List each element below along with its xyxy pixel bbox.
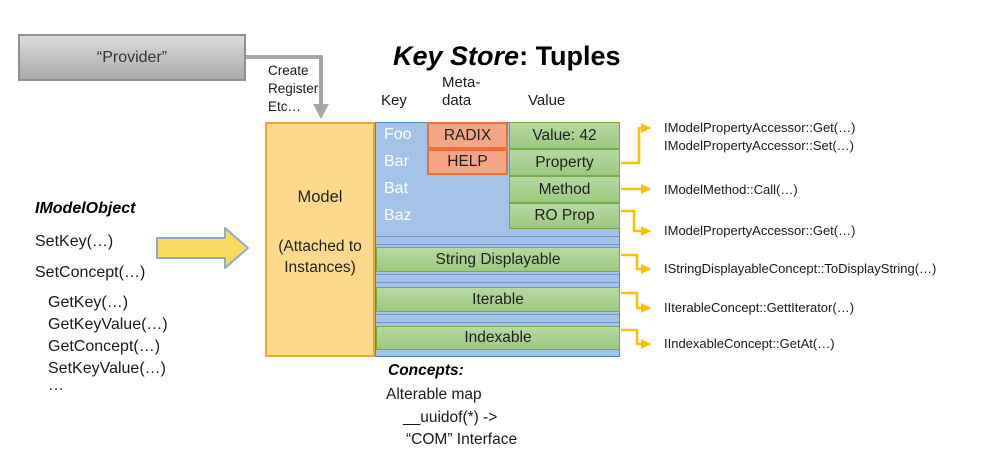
imodelobject-method: GetConcept(…) xyxy=(48,338,161,355)
connector-property-icon xyxy=(621,123,651,165)
connector-iterable-icon xyxy=(621,291,651,313)
connector-indexable-icon xyxy=(621,328,651,349)
imodelobject-method: SetConcept(…) xyxy=(35,264,146,281)
api-label-line: IModelPropertyAccessor::Get(…) xyxy=(664,120,856,135)
provider-label: “Provider” xyxy=(96,48,168,66)
concept-row-iterable: Iterable xyxy=(376,287,620,312)
concepts-line: __uuidof(*) -> xyxy=(403,409,498,426)
metadata-cell-radix: RADIX xyxy=(427,122,508,149)
caption-line: Register xyxy=(268,81,319,96)
imodelobject-method: GetKeyValue(…) xyxy=(48,316,168,333)
title-key-store: Key Store xyxy=(393,41,520,71)
imodelobject-method: … xyxy=(48,377,64,394)
connector-ro-prop-icon xyxy=(621,209,651,236)
concepts-line: Alterable map xyxy=(386,386,482,403)
imodelobject-method: SetKey(…) xyxy=(35,233,114,250)
concept-row-indexable: Indexable xyxy=(376,326,620,350)
api-label-ro-prop-get: IModelPropertyAccessor::Get(…) xyxy=(664,223,856,238)
concept-row-string-displayable: String Displayable xyxy=(376,247,620,272)
page-title: Key Store: Tuples xyxy=(393,41,621,72)
value-cell-method: Method xyxy=(509,176,620,203)
column-header-metadata: Meta- data xyxy=(442,74,481,109)
value-cell-value42: Value: 42 xyxy=(509,122,620,149)
caption-line: Create xyxy=(268,63,309,78)
flow-arrow-icon xyxy=(156,227,249,269)
imodelobject-method: SetKeyValue(…) xyxy=(48,360,166,377)
api-label-indexable: IIndexableConcept::GetAt(…) xyxy=(664,336,835,351)
imodelobject-method: GetKey(…) xyxy=(48,294,129,311)
concepts-heading: Concepts: xyxy=(388,362,464,379)
table-row-divider xyxy=(376,274,619,283)
imodelobject-heading: IModelObject xyxy=(35,200,136,217)
table-row-divider xyxy=(376,314,619,323)
metadata-cell-help: HELP xyxy=(427,149,508,175)
key-label-bar: Bar xyxy=(384,153,409,170)
connector-string-displayable-icon xyxy=(621,253,651,274)
model-box: Model (Attached to Instances) xyxy=(265,122,375,357)
api-label-iterable: IIterableConcept::GettIterator(…) xyxy=(664,300,855,315)
api-label-property-accessor: IModelPropertyAccessor::Get(…) IModelPro… xyxy=(664,119,855,154)
table-row-divider xyxy=(376,236,619,245)
provider-box: “Provider” xyxy=(18,34,246,81)
caption-line: Etc… xyxy=(268,99,302,114)
model-title: Model xyxy=(297,188,343,206)
key-label-foo: Foo xyxy=(384,126,412,143)
value-cell-property: Property xyxy=(509,149,620,176)
concepts-line: “COM” Interface xyxy=(406,431,518,448)
api-label-line: IModelPropertyAccessor::Set(…) xyxy=(664,137,855,153)
column-header-value: Value xyxy=(528,92,566,109)
title-separator: : xyxy=(519,41,536,71)
key-label-bat: Bat xyxy=(384,180,409,197)
create-register-caption: Create Register Etc… xyxy=(268,62,318,116)
value-cell-ro-prop: RO Prop xyxy=(509,203,620,229)
model-subtitle: (Attached to Instances) xyxy=(278,238,362,276)
api-label-string-displayable: IStringDisplayableConcept::ToDisplayStri… xyxy=(664,261,937,276)
column-header-key: Key xyxy=(381,92,407,109)
api-label-method-call: IModelMethod::Call(…) xyxy=(664,182,798,197)
title-tuples: Tuples xyxy=(535,41,621,71)
key-label-baz: Baz xyxy=(384,207,412,224)
